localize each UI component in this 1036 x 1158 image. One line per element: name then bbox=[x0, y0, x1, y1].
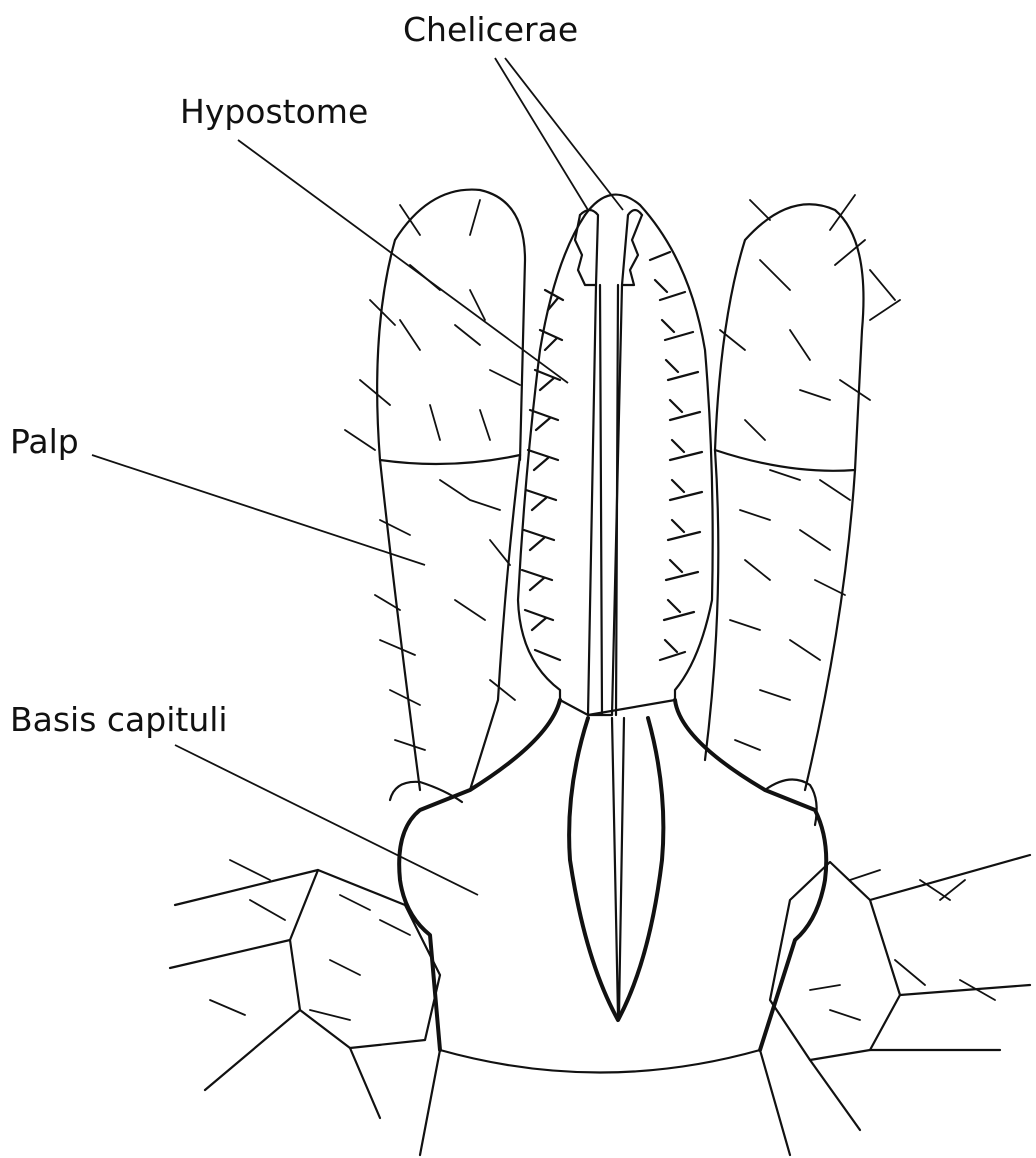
left-leg bbox=[170, 870, 440, 1118]
hypostome-leader bbox=[238, 140, 568, 383]
chelicerae bbox=[560, 210, 675, 715]
palp-leader bbox=[92, 455, 425, 565]
chelicerae-label: Chelicerae bbox=[403, 13, 578, 46]
palp-label: Palp bbox=[10, 425, 79, 458]
basis-capituli-label: Basis capituli bbox=[10, 703, 228, 736]
central-cone bbox=[569, 718, 663, 1020]
body-segment bbox=[420, 1050, 790, 1155]
leader-lines bbox=[92, 58, 623, 895]
hypostome-label: Hypostome bbox=[180, 95, 368, 128]
left-palp bbox=[377, 190, 525, 790]
right-palp bbox=[705, 204, 863, 790]
right-leg bbox=[770, 855, 1030, 1130]
chelicerae-leader-right bbox=[505, 58, 623, 210]
chelicerae-leader-left bbox=[495, 58, 588, 210]
